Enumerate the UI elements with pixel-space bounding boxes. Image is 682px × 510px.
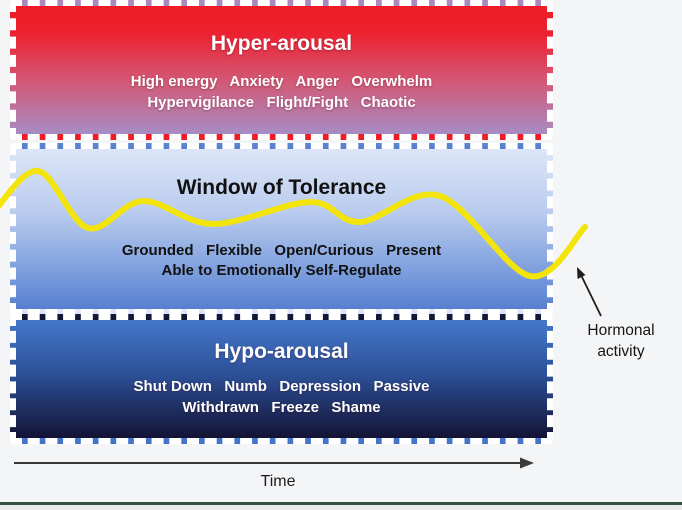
- window-of-tolerance-panel: Window of Tolerance Grounded Flexible Op…: [10, 143, 553, 315]
- hyper-arousal-descriptors-line-2: Hypervigilance Flight/Fight Chaotic: [147, 94, 416, 111]
- hormonal-activity-label: Hormonal activity: [575, 320, 667, 362]
- bottom-window-strip: [0, 505, 682, 510]
- window-of-tolerance-descriptors-line-1: Grounded Flexible Open/Curious Present: [121, 242, 442, 259]
- hormonal-activity-label-line-2: activity: [597, 343, 645, 360]
- hypo-arousal-panel: Hypo-arousal Shut Down Numb Depression P…: [10, 314, 553, 444]
- time-axis-label: Time: [260, 473, 296, 490]
- hypo-arousal-descriptors-line-1: Shut Down Numb Depression Passive: [133, 378, 430, 395]
- hypo-arousal-descriptors-line-2: Withdrawn Freeze Shame: [182, 399, 381, 416]
- hyper-arousal-descriptors-line-1: High energy Anxiety Anger Overwhelm: [130, 73, 433, 90]
- hormonal-pointer-arrow-icon: [577, 267, 602, 317]
- window-of-tolerance-title: Window of Tolerance: [176, 176, 387, 199]
- hyper-arousal-title: Hyper-arousal: [210, 32, 353, 55]
- hormonal-activity-label-line-1: Hormonal: [587, 322, 655, 339]
- hypo-arousal-title: Hypo-arousal: [214, 340, 349, 363]
- bottom-window-edge: [0, 502, 682, 505]
- window-of-tolerance-descriptors-line-2: Able to Emotionally Self-Regulate: [161, 262, 402, 279]
- time-axis-arrow-icon: [14, 457, 534, 469]
- hyper-arousal-panel: Hyper-arousal High energy Anxiety Anger …: [10, 0, 553, 140]
